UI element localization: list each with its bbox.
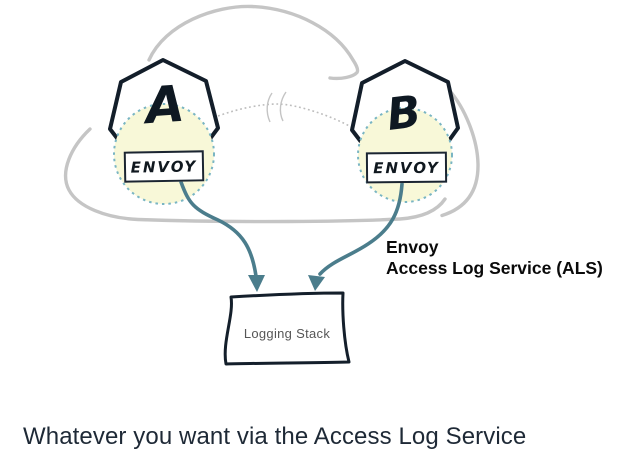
als-annotation: Envoy Access Log Service (ALS)	[386, 237, 621, 279]
arrow-a-to-logging	[179, 180, 265, 292]
envoy-proxy-a-label: ENVOY	[130, 156, 198, 177]
ab-dotted-link	[217, 91, 354, 129]
als-annotation-line2: Access Log Service (ALS)	[386, 258, 603, 278]
logging-stack-box	[223, 291, 351, 366]
logging-stack-label: Logging Stack	[243, 326, 331, 341]
envoy-proxy-b-label: ENVOY	[373, 158, 440, 177]
node-b-label: B	[384, 86, 424, 141]
als-annotation-line1: Envoy	[386, 237, 439, 257]
arrow-b-to-logging	[308, 182, 404, 291]
cloud-outline-icon	[63, 4, 480, 224]
envoy-proxy-a-box: ENVOY	[123, 150, 205, 183]
link-break-icon	[266, 91, 287, 123]
caption-text: Whatever you want via the Access Log Ser…	[23, 423, 527, 450]
envoy-proxy-b-box: ENVOY	[365, 151, 448, 184]
node-a-label: A	[143, 74, 187, 136]
